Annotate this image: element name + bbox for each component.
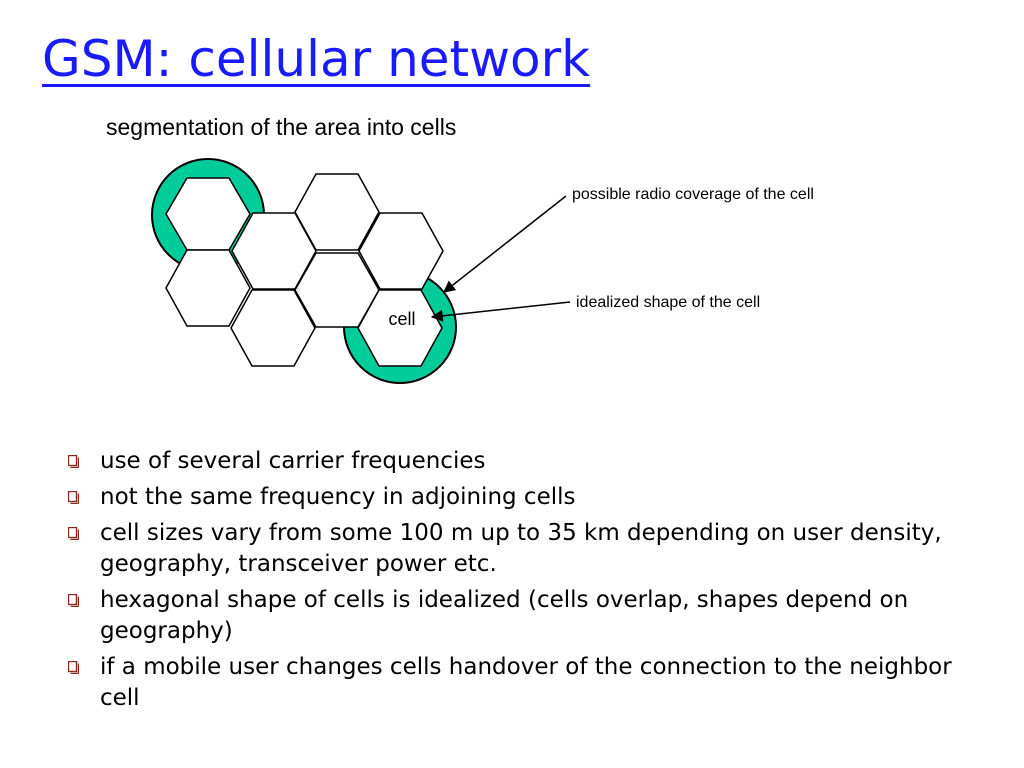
bullet-item: if a mobile user changes cells handover … (62, 652, 982, 714)
bullet-box-icon (68, 455, 79, 468)
cell-diagram: possible radio coverage of the cell idea… (151, 158, 814, 384)
idealized-label: idealized shape of the cell (576, 294, 760, 311)
hex-cell (358, 212, 444, 290)
bullet-text: use of several carrier frequencies (100, 448, 486, 474)
bullet-text: not the same frequency in adjoining cell… (100, 484, 576, 510)
hex-cell (230, 289, 316, 367)
bullet-box-icon (68, 661, 79, 674)
idealized-arrow (430, 301, 571, 322)
bullet-item: not the same frequency in adjoining cell… (62, 482, 982, 513)
bullet-text: if a mobile user changes cells handover … (100, 654, 952, 711)
hex-cell (165, 249, 251, 327)
bullet-text: cell sizes vary from some 100 m up to 35… (100, 520, 942, 577)
bullet-item: cell sizes vary from some 100 m up to 35… (62, 518, 982, 580)
bullet-list: use of several carrier frequencies not t… (62, 446, 982, 719)
hex-cell (294, 173, 380, 251)
bullet-box-icon (68, 594, 79, 607)
hex-cell (357, 289, 443, 367)
coverage-label: possible radio coverage of the cell (572, 186, 814, 203)
bullet-box-icon (68, 491, 79, 504)
cell-label: cell (388, 309, 415, 329)
page-subtitle: segmentation of the area into cells (106, 114, 457, 140)
bullet-box-icon (68, 527, 79, 540)
bullet-item: hexagonal shape of cells is idealized (c… (62, 585, 982, 647)
bullet-item: use of several carrier frequencies (62, 446, 982, 477)
coverage-arrow (443, 195, 567, 293)
page-title: GSM: cellular network (42, 30, 591, 88)
bullet-text: hexagonal shape of cells is idealized (c… (100, 587, 909, 644)
